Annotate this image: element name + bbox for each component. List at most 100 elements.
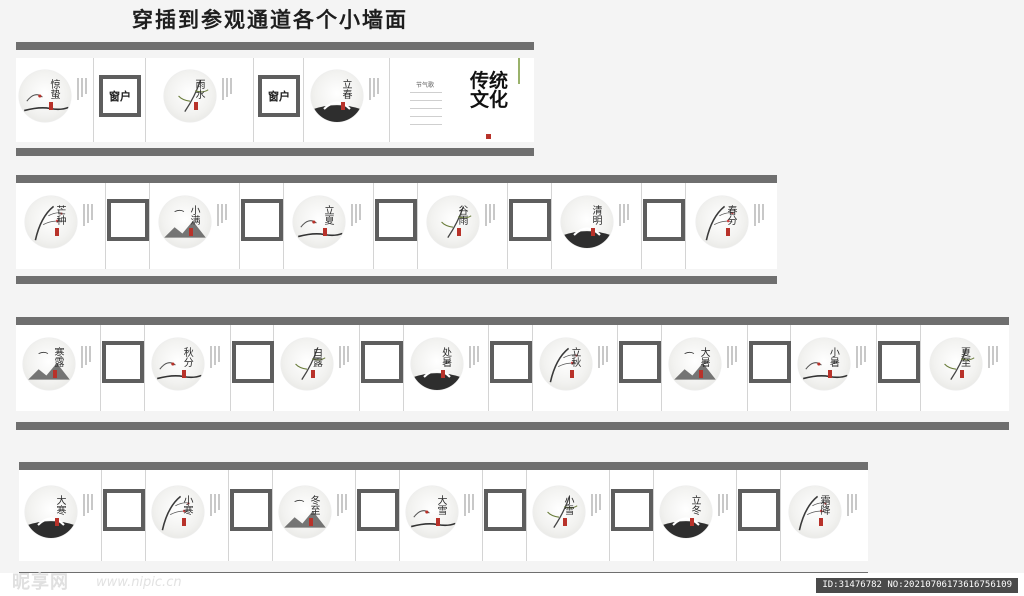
verse-line bbox=[472, 346, 475, 365]
ink-painting-icon bbox=[178, 80, 209, 112]
ink-painting-icon bbox=[313, 101, 361, 122]
verse-line bbox=[226, 78, 228, 97]
verse-line bbox=[225, 204, 227, 220]
ink-painting-icon bbox=[705, 205, 734, 241]
top-rail bbox=[19, 462, 868, 470]
verse-line bbox=[221, 204, 223, 223]
verse-line bbox=[85, 346, 87, 365]
seal-stamp bbox=[189, 228, 193, 236]
panel-strip: 大寒小寒冬至大雪小雪立冬霜降 bbox=[19, 470, 868, 561]
verse-line bbox=[864, 346, 867, 362]
bottom-rail bbox=[16, 422, 1009, 430]
ink-painting-icon bbox=[662, 517, 710, 538]
verse-text bbox=[619, 204, 633, 226]
top-rail bbox=[16, 42, 534, 50]
verse-text bbox=[81, 346, 95, 368]
square-frame bbox=[643, 199, 685, 241]
term-name: 小满 bbox=[188, 205, 199, 225]
wall-row: 芒种小满立夏谷雨清明春分 bbox=[16, 175, 777, 284]
verse-line bbox=[351, 204, 353, 226]
square-frame bbox=[611, 488, 653, 531]
verse-line bbox=[860, 346, 863, 365]
solar-term-panel: 大雪 bbox=[400, 470, 483, 561]
panel-strip: 芒种小满立夏谷雨清明春分 bbox=[16, 183, 777, 269]
wall-row: 大寒小寒冬至大雪小雪立冬霜降 bbox=[19, 462, 868, 580]
verse-text bbox=[210, 346, 224, 368]
verse-text bbox=[351, 204, 365, 226]
verse-line bbox=[345, 494, 347, 510]
verse-line bbox=[91, 204, 93, 220]
term-name: 寒露 bbox=[52, 347, 63, 367]
watermark-url: www.nipic.cn bbox=[96, 575, 182, 590]
frame-panel bbox=[508, 183, 552, 269]
wall-row: 惊蛰窗户雨水窗户立春节气歌传统文化 bbox=[16, 42, 534, 156]
ink-painting-icon bbox=[28, 351, 70, 380]
verse-line bbox=[468, 346, 471, 368]
seal-stamp bbox=[182, 518, 186, 526]
term-circle: 大寒 bbox=[25, 486, 77, 538]
frame-panel bbox=[230, 325, 275, 411]
verse-line bbox=[489, 204, 491, 223]
verse-line bbox=[727, 346, 730, 368]
window-panel: 窗户 bbox=[254, 58, 304, 142]
verse-line bbox=[410, 100, 442, 101]
square-frame bbox=[230, 488, 272, 531]
square-frame bbox=[231, 341, 274, 383]
ink-painting-icon bbox=[943, 348, 975, 380]
verse-text bbox=[754, 204, 768, 226]
verse-line bbox=[230, 78, 232, 94]
verse-line bbox=[991, 346, 994, 365]
verse-line bbox=[599, 494, 601, 510]
seal-stamp bbox=[341, 102, 345, 110]
term-circle: 惊蛰 bbox=[19, 70, 71, 122]
seal-stamp bbox=[486, 134, 491, 139]
term-name: 霜降 bbox=[818, 495, 829, 515]
ink-painting-icon bbox=[441, 206, 472, 238]
solar-term-panel: 秋分 bbox=[145, 325, 231, 411]
page-title: 穿插到参观通道各个小墙面 bbox=[132, 8, 408, 32]
solar-term-panel: 冬至 bbox=[273, 470, 356, 561]
ink-painting-icon bbox=[674, 351, 716, 380]
verse-line bbox=[856, 346, 859, 368]
frame-panel bbox=[102, 470, 146, 561]
term-circle: 立夏 bbox=[293, 196, 345, 248]
seal-stamp bbox=[309, 518, 313, 526]
term-name: 立夏 bbox=[322, 205, 333, 225]
seal-stamp bbox=[726, 228, 730, 236]
top-rail bbox=[16, 175, 777, 183]
top-rail bbox=[16, 317, 1009, 325]
verse-text bbox=[337, 494, 351, 516]
term-name: 小暑 bbox=[827, 347, 839, 367]
term-name: 惊蛰 bbox=[48, 79, 59, 99]
term-name: 处暑 bbox=[439, 347, 451, 367]
square-frame bbox=[484, 488, 526, 531]
verse-text bbox=[210, 494, 224, 516]
verse-line bbox=[601, 346, 604, 365]
solar-term-panel: 小满 bbox=[150, 183, 240, 269]
frame-panel bbox=[359, 325, 404, 411]
term-circle: 秋分 bbox=[152, 338, 205, 390]
seal-stamp bbox=[55, 518, 59, 526]
ink-painting-icon bbox=[157, 362, 202, 380]
verse-line bbox=[377, 78, 379, 94]
solar-term-panel: 小雪 bbox=[527, 470, 610, 561]
seal-stamp bbox=[53, 370, 57, 378]
verse-line bbox=[222, 78, 224, 100]
term-circle: 霜降 bbox=[789, 486, 841, 538]
term-circle: 立冬 bbox=[660, 486, 712, 538]
verse-line bbox=[214, 494, 216, 513]
square-frame bbox=[619, 341, 662, 383]
verse-text bbox=[485, 204, 499, 226]
verse-line bbox=[476, 346, 479, 362]
verse-text bbox=[847, 494, 861, 516]
verse-line bbox=[410, 124, 442, 125]
frame-panel bbox=[240, 183, 284, 269]
verse-line bbox=[410, 92, 442, 93]
verse-text bbox=[83, 204, 97, 226]
verse-line bbox=[210, 346, 213, 368]
square-frame bbox=[107, 199, 149, 241]
verse-text bbox=[468, 346, 483, 368]
term-circle: 小满 bbox=[159, 196, 211, 248]
ink-painting-icon bbox=[547, 496, 578, 528]
square-frame bbox=[360, 341, 403, 383]
